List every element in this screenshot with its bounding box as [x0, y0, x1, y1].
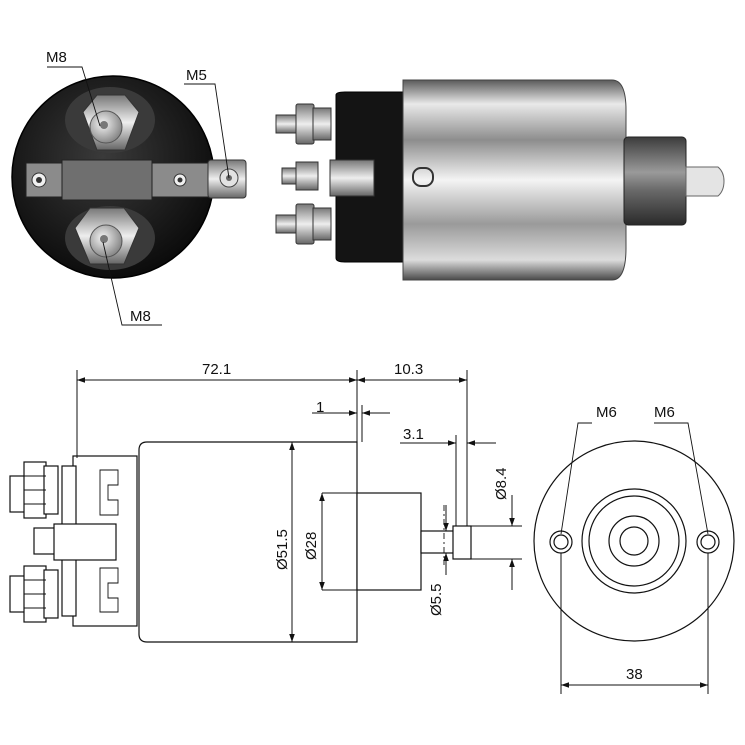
- rod-diameter-label: Ø5.5: [428, 583, 445, 616]
- front-dimensions: M6 M6 38: [560, 404, 709, 694]
- top-terminal-label: M8: [46, 49, 67, 66]
- overall-length-label: 72.1: [202, 361, 231, 378]
- tip-length-label: 3.1: [403, 426, 424, 443]
- photo-leaders: M8 M5 M8: [46, 49, 230, 326]
- tip-outline: [452, 525, 472, 560]
- gap-label: 1: [316, 399, 324, 416]
- plunger-extension-label: 10.3: [394, 361, 423, 378]
- rod-outline: [420, 530, 456, 554]
- right-hole-thread-label: M6: [654, 404, 675, 421]
- tip-diameter-label: Ø8.4: [493, 467, 510, 500]
- body-outline: [138, 441, 358, 643]
- end-view-photo: [11, 75, 247, 279]
- side-elevation-drawing: [9, 441, 472, 643]
- side-view-photo: [275, 79, 725, 281]
- body-diameter-label: Ø51.5: [274, 529, 291, 570]
- left-hole-thread-label: M6: [596, 404, 617, 421]
- side-terminal-label: M5: [186, 67, 207, 84]
- front-view-drawing: [533, 440, 735, 642]
- terminal-stack: [9, 455, 138, 627]
- nose-diameter-label: Ø28: [303, 532, 320, 560]
- hole-spacing-label: 38: [626, 666, 643, 683]
- bottom-terminal-label: M8: [130, 308, 151, 325]
- nose-outline: [356, 492, 422, 591]
- side-dimensions: 72.1 10.3 1 3.1 Ø51.5 Ø28 Ø8.4 Ø5.5: [76, 361, 522, 642]
